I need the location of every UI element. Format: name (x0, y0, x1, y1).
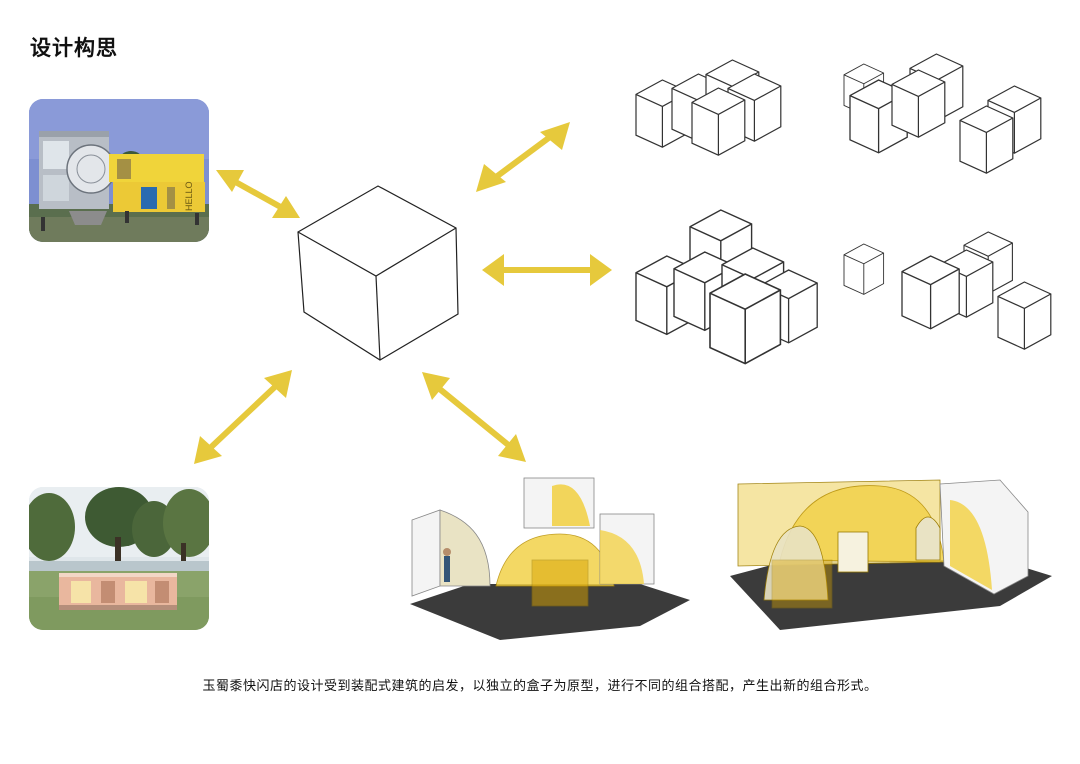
arrow-middle-right (482, 254, 612, 286)
cube-cluster-2 (843, 53, 1042, 174)
page-title: 设计构思 (30, 36, 118, 60)
arrow-bottom-left (194, 370, 292, 464)
central-cube (297, 185, 459, 361)
arrows (194, 122, 612, 464)
arrow-top-right (476, 122, 570, 192)
park-pavilion-photo (29, 487, 209, 630)
cube-cluster-4 (843, 231, 1052, 350)
caption: 玉蜀黍快闪店的设计受到装配式建筑的启发，以独立的盒子为原型，进行不同的组合搭配，… (202, 679, 878, 694)
hello-sign: HELLO (184, 181, 194, 211)
cube-cluster-3 (635, 209, 818, 365)
cube-cluster-1 (635, 59, 782, 156)
pavilion-model-b (730, 479, 1052, 630)
pavilion-model-a (410, 477, 690, 640)
container-building-photo: HELLO (29, 99, 209, 242)
arrow-top-left (216, 170, 300, 218)
arrow-bottom-right (422, 372, 526, 462)
